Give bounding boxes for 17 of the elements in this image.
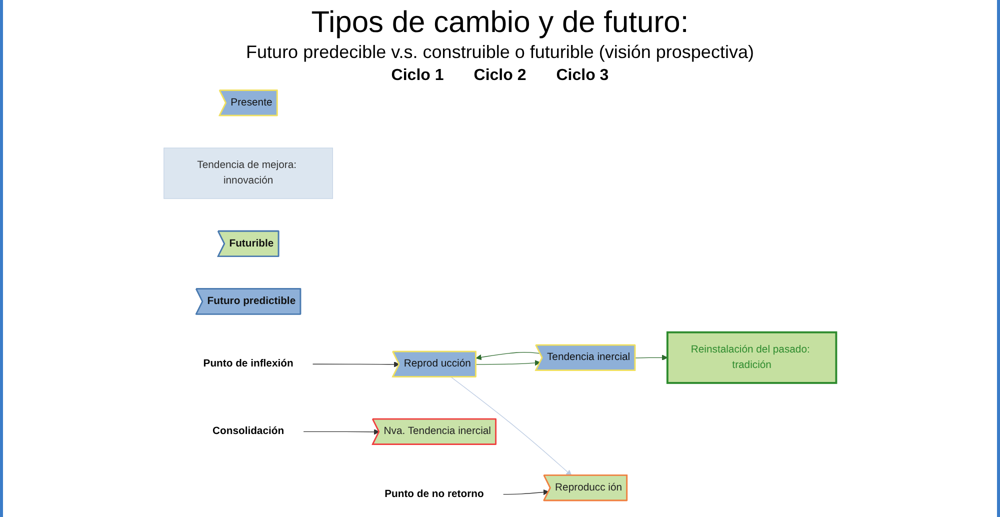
cycle-label: Ciclo 2 bbox=[474, 67, 526, 85]
arrow bbox=[450, 376, 572, 476]
arrow bbox=[303, 429, 380, 435]
cycle-label: Ciclo 1 bbox=[391, 67, 444, 85]
node-box: Tendencia de mejora: innovación bbox=[164, 148, 333, 199]
arrow bbox=[476, 352, 540, 360]
node-text: Consolidación bbox=[212, 426, 284, 437]
subtitle: Futuro predecible v.s. construible o futurible (visión prospectiva) bbox=[246, 42, 754, 63]
cycle-label: Ciclo 3 bbox=[556, 67, 609, 85]
arrow bbox=[634, 354, 668, 360]
node-text: Punto de inflexión bbox=[203, 358, 294, 370]
arrow bbox=[502, 489, 549, 496]
node-text: Punto de no retorno bbox=[384, 488, 484, 500]
node-box: Reinstalación del pasado: tradición bbox=[666, 331, 838, 384]
arrow bbox=[312, 362, 400, 368]
diagram-title: Tipos de cambio y de futuro: bbox=[311, 6, 689, 40]
arrow bbox=[476, 360, 540, 366]
